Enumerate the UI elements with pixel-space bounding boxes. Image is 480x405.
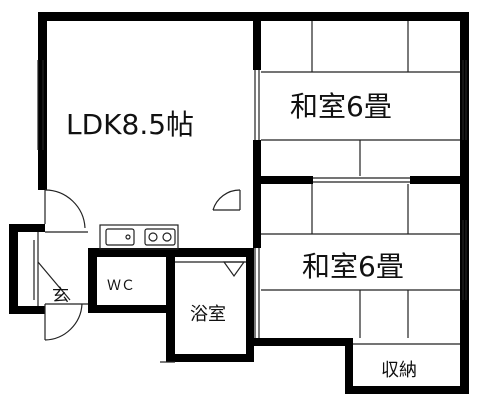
- wall-bath-bottom: [166, 354, 254, 362]
- label-washitsu-upper: 和室6畳: [290, 90, 392, 123]
- label-bath: 浴室: [190, 304, 226, 325]
- stove-icon: [144, 228, 176, 246]
- wall-washitsu-divider-right: [410, 176, 468, 184]
- thin-lines: [33, 21, 467, 363]
- wall-bath-top: [166, 248, 254, 257]
- label-ldk: LDK8.5帖: [66, 108, 194, 141]
- wall-ldk-bottom: [88, 248, 172, 257]
- label-wc: ＷＣ: [107, 278, 135, 294]
- label-washitsu-lower: 和室6畳: [302, 250, 404, 283]
- wall-storage-bottom: [345, 386, 469, 394]
- wall-genkan-left: [9, 224, 18, 314]
- wall-ldk-washitsu-lower: [253, 140, 261, 190]
- wall-genkan-bottom: [9, 306, 45, 314]
- label-genkan: 玄: [52, 286, 69, 306]
- wall-right: [460, 12, 469, 394]
- kitchen-counter: [99, 224, 179, 250]
- wall-washitsu-divider-left: [253, 176, 313, 184]
- wall-wc-bottom: [88, 305, 172, 313]
- wall-washitsu-lower-bottom: [253, 338, 353, 346]
- wall-wc-left: [88, 248, 97, 313]
- sink-icon: [105, 228, 135, 246]
- wall-genkan-top: [9, 224, 45, 232]
- wall-washitsu-lower-left: [253, 176, 261, 248]
- wall-bath-left: [166, 248, 175, 362]
- wall-bath-right: [246, 248, 254, 362]
- wall-storage-left: [345, 338, 353, 394]
- walls: [9, 12, 469, 394]
- wall-ldk-washitsu: [253, 12, 261, 70]
- label-storage: 収納: [381, 360, 417, 381]
